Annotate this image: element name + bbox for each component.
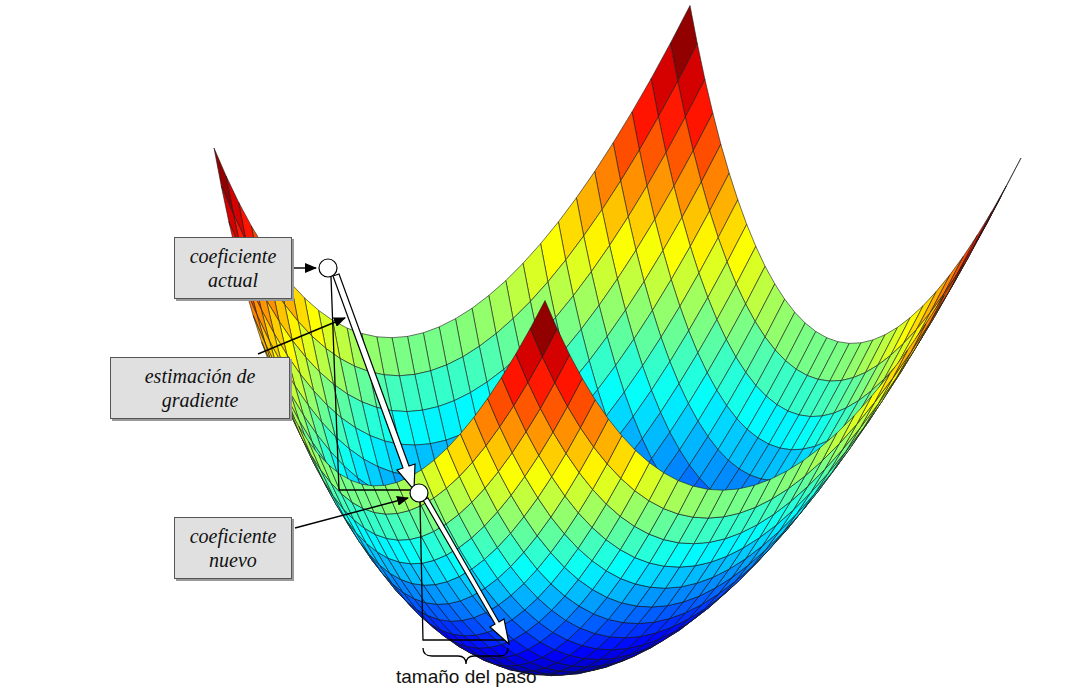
mesh-cell	[309, 442, 331, 483]
mesh-cell	[930, 264, 964, 323]
mesh-cell	[839, 396, 871, 444]
leader-arrow	[295, 498, 408, 528]
leader-arrow	[292, 267, 316, 268]
surface-mesh	[214, 6, 1021, 676]
gradient-arrow	[333, 274, 415, 490]
leader-arrow	[258, 318, 345, 354]
mesh-cell	[857, 374, 890, 424]
callout-box: coeficiente nuevo	[174, 517, 292, 579]
callout-box: coeficiente actual	[174, 237, 292, 299]
callout-text: estimación de gradiente	[119, 364, 281, 412]
step-label: tamaño del paso	[396, 666, 537, 688]
mesh-cell	[930, 256, 963, 313]
callout-box: estimación de gradiente	[110, 357, 290, 419]
mesh-cell	[893, 324, 926, 378]
mesh-cell	[917, 275, 950, 329]
mesh-cell	[911, 295, 944, 352]
mesh-cell	[299, 426, 321, 470]
mesh-cell	[214, 148, 234, 214]
mesh-cell	[875, 350, 908, 402]
mesh-cell	[530, 301, 557, 357]
current-point	[319, 259, 337, 277]
callout-text: coeficiente actual	[183, 244, 283, 292]
mesh-cell	[878, 352, 911, 404]
mesh-cell	[805, 433, 837, 476]
mesh-cell	[860, 378, 893, 428]
mesh-cell	[944, 235, 978, 294]
step-brace	[423, 648, 508, 664]
gradient-arrow	[423, 498, 509, 644]
mesh-cell	[822, 416, 854, 461]
callout-text: coeficiente nuevo	[183, 524, 283, 572]
new-point	[410, 484, 428, 502]
